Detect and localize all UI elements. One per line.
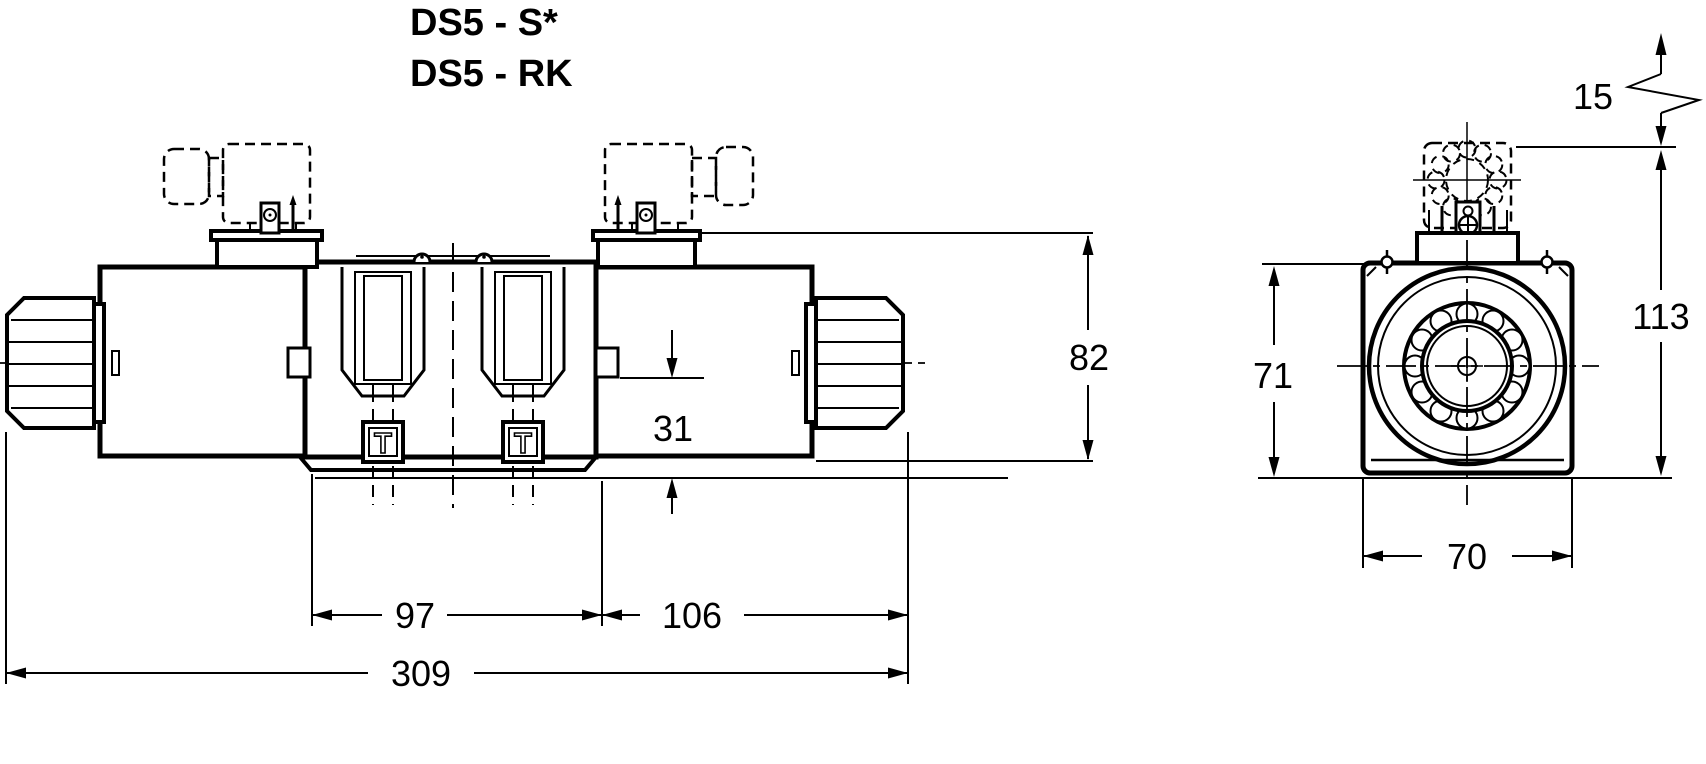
title-line-2: DS5 - RK	[410, 53, 573, 95]
dimension-106: 106	[602, 595, 908, 636]
dim-label-113: 113	[1632, 296, 1689, 337]
end-view	[1337, 122, 1599, 505]
dimension-113: 113	[1632, 150, 1690, 476]
title-block: DS5 - S* DS5 - RK	[410, 2, 573, 95]
solenoid-tube-right	[593, 264, 815, 459]
dome-pin-left	[420, 255, 424, 259]
tube-tick-right	[791, 350, 800, 376]
body-screw-right	[1540, 250, 1554, 274]
dim-label-31: 31	[653, 408, 693, 449]
spool-end-right	[594, 346, 620, 379]
side-view: T T	[0, 142, 925, 508]
t-port-left: T	[361, 420, 405, 464]
dimension-70: 70	[1363, 536, 1572, 577]
dimension-97: 97	[312, 595, 602, 636]
dim-label-82: 82	[1069, 337, 1109, 378]
terminal-screw	[1454, 200, 1482, 236]
dim-label-309: 309	[391, 653, 451, 694]
dome-pin-right	[482, 255, 486, 259]
corner-tick-right	[1558, 266, 1569, 277]
spool-end-left	[286, 346, 312, 379]
dim-label-71: 71	[1253, 355, 1293, 396]
dim-label-70: 70	[1447, 536, 1487, 577]
valve-body	[302, 259, 599, 460]
title-line-1: DS5 - S*	[410, 2, 558, 44]
dimension-15: 15	[1573, 33, 1703, 146]
connector-right	[603, 142, 755, 235]
dimension-309: 309	[6, 653, 908, 694]
valve-body-skirt	[298, 455, 598, 472]
dimension-31: 31	[653, 330, 693, 514]
t-port-label-right: T	[514, 428, 532, 460]
knob-cap-left	[92, 302, 106, 424]
coil-right	[591, 229, 702, 269]
solenoid-tube-left	[97, 264, 308, 459]
t-port-right: T	[501, 420, 545, 464]
side-view-dimensions: 82 31 97 106	[5, 232, 1109, 694]
knob-cap-right	[804, 302, 818, 424]
t-port-label-left: T	[374, 428, 392, 460]
dim-label-15: 15	[1573, 76, 1613, 117]
dim-label-106: 106	[662, 595, 722, 636]
end-view-dimensions: 71 113 15 70	[1253, 33, 1703, 577]
connector-left	[162, 142, 312, 235]
corner-tick-left	[1366, 266, 1377, 277]
tube-tick-left	[111, 350, 120, 376]
coil-left	[209, 229, 324, 269]
manual-override-knob-left	[5, 296, 106, 430]
dim-label-97: 97	[395, 595, 435, 636]
dimension-71: 71	[1253, 266, 1293, 477]
body-screw-left	[1380, 250, 1394, 274]
dimension-82: 82	[1069, 235, 1109, 460]
manual-override-knob-right	[804, 296, 905, 430]
